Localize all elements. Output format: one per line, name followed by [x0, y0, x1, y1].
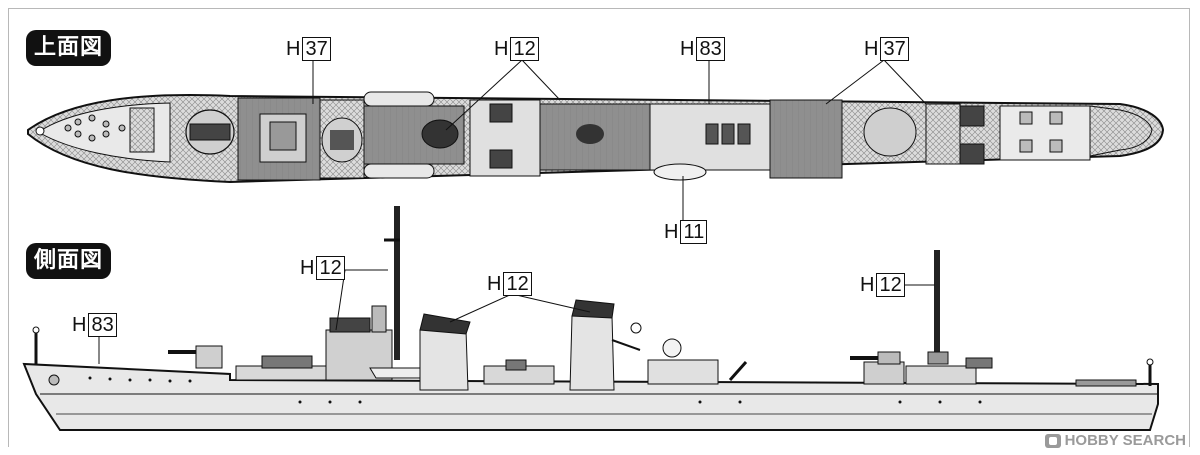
callout-h83-top: H 83 [680, 37, 725, 61]
callout-h11: H 11 [664, 220, 708, 244]
callout-prefix: H [286, 37, 301, 60]
callout-prefix: H [494, 37, 509, 60]
callout-h37-aft: H 37 [864, 37, 909, 61]
callout-prefix: H [864, 37, 879, 60]
callout-part-number: 37 [302, 37, 331, 61]
callout-part-number: 12 [510, 37, 539, 61]
watermark: HOBBY SEARCH [1044, 432, 1186, 449]
callout-h12-funnels: H 12 [487, 272, 532, 296]
top-view-title: 上面図 [26, 30, 112, 66]
callout-part-number: 83 [88, 313, 117, 337]
hobby-search-logo-icon [1044, 433, 1061, 448]
diagram-frame [8, 8, 1190, 447]
callout-prefix: H [300, 256, 315, 279]
watermark-text: HOBBY SEARCH [1064, 432, 1186, 449]
callout-prefix: H [860, 273, 875, 296]
callout-h12-aft-mast: H 12 [860, 273, 905, 297]
callout-prefix: H [487, 272, 502, 295]
callout-part-number: 12 [503, 272, 532, 296]
callout-part-number: 37 [880, 37, 909, 61]
callout-prefix: H [72, 313, 87, 336]
callout-part-number: 12 [876, 273, 905, 297]
callout-h12-bridge: H 12 [300, 256, 345, 280]
callout-part-number: 83 [696, 37, 725, 61]
callout-part-number: 11 [680, 220, 708, 244]
callout-h12-top: H 12 [494, 37, 539, 61]
side-view-title: 側面図 [26, 243, 112, 279]
callout-prefix: H [680, 37, 695, 60]
callout-h83-side: H 83 [72, 313, 117, 337]
callout-prefix: H [664, 220, 679, 243]
callout-h37-fore: H 37 [286, 37, 331, 61]
callout-part-number: 12 [316, 256, 345, 280]
